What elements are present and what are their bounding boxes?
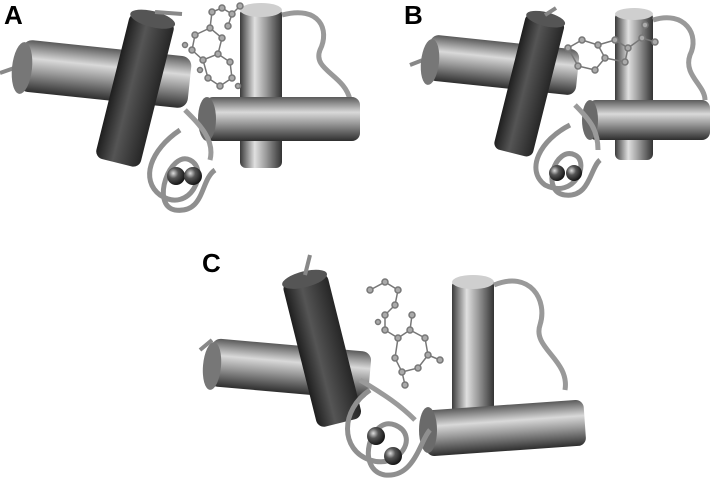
panel-label-c: C bbox=[202, 248, 221, 278]
metal-ion bbox=[167, 167, 185, 185]
panel-label-a: A bbox=[4, 0, 23, 30]
panel-a-structure bbox=[0, 2, 360, 213]
ligand-a bbox=[181, 2, 244, 90]
panel-b-structure bbox=[409, 6, 710, 198]
metal-ion bbox=[367, 427, 385, 445]
metal-ion bbox=[566, 165, 582, 181]
metal-ion bbox=[184, 167, 202, 185]
panel-label-b: B bbox=[404, 0, 423, 30]
metal-ion bbox=[549, 165, 565, 181]
ligand-c bbox=[366, 278, 444, 389]
metal-ion bbox=[384, 447, 402, 465]
panel-c-structure bbox=[198, 254, 586, 478]
ligand-b bbox=[564, 21, 659, 74]
